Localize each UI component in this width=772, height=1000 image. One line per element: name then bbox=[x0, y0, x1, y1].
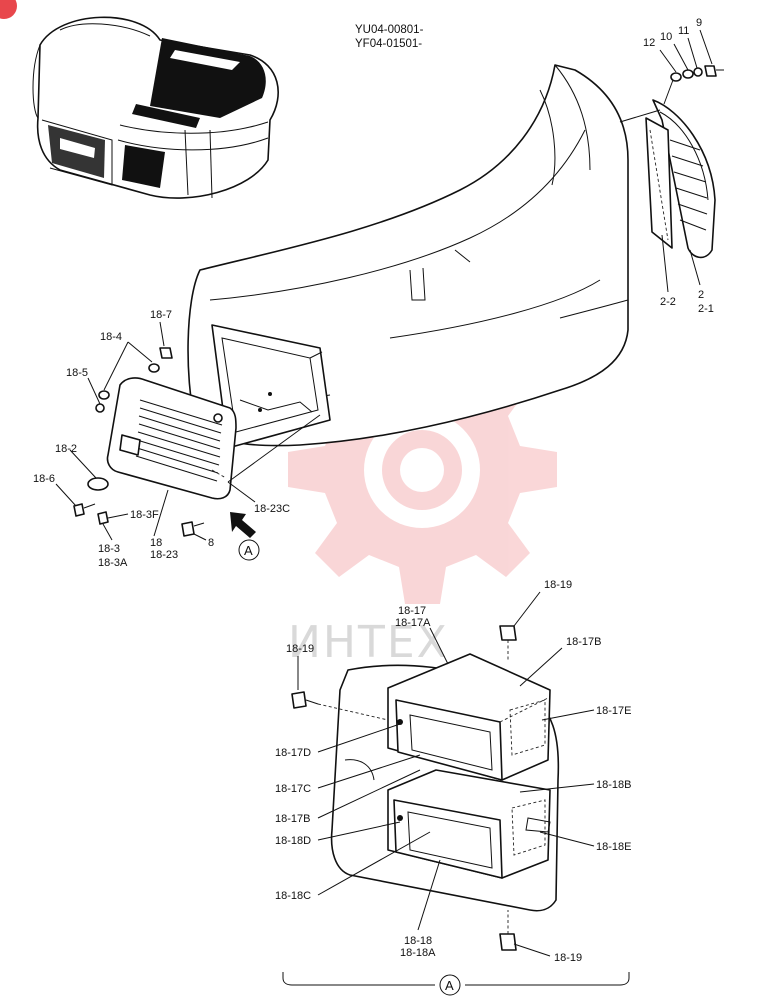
callout-18-19-bottom: 18-19 bbox=[554, 952, 582, 964]
callout-18-17B-left: 18-17B bbox=[275, 813, 310, 825]
callout-18-19-top: 18-19 bbox=[544, 579, 572, 591]
tail-lamp-assembly bbox=[106, 377, 237, 500]
corner-badge-icon bbox=[0, 0, 17, 19]
callout-18-18A: 18-18A bbox=[400, 947, 436, 959]
rear-cover bbox=[187, 64, 629, 449]
callout-18-23: 18-23 bbox=[150, 549, 178, 561]
callout-12: 12 bbox=[643, 37, 655, 49]
callout-18-18C: 18-18C bbox=[275, 890, 311, 902]
view-marker-circle bbox=[238, 539, 260, 561]
callout-18-3F: 18-3F bbox=[130, 509, 159, 521]
view-arrow-icon bbox=[230, 512, 256, 538]
lamp-fasteners bbox=[73, 347, 205, 537]
callout-2-1: 2-1 bbox=[698, 303, 714, 315]
callout-8: 8 bbox=[208, 537, 214, 549]
callout-18-7: 18-7 bbox=[150, 309, 172, 321]
callout-10: 10 bbox=[660, 31, 672, 43]
callout-18-17A: 18-17A bbox=[395, 617, 431, 629]
callout-18: 18 bbox=[150, 537, 162, 549]
callout-2-2: 2-2 bbox=[660, 296, 676, 308]
callout-9: 9 bbox=[696, 17, 702, 29]
callout-18-18B: 18-18B bbox=[596, 779, 631, 791]
detail-view-a bbox=[291, 625, 560, 951]
callout-18-5: 18-5 bbox=[66, 367, 88, 379]
machine-thumbnail bbox=[32, 16, 279, 199]
callout-labels: 9 11 10 12 2 2-2 2-1 18-7 18-4 18-5 18-2… bbox=[33, 17, 714, 964]
watermark-text: ИНТЕХ bbox=[288, 617, 449, 668]
callout-18-2: 18-2 bbox=[55, 443, 77, 455]
callout-18-18E: 18-18E bbox=[596, 841, 631, 853]
callout-18-17D: 18-17D bbox=[275, 747, 311, 759]
callout-18-17: 18-17 bbox=[398, 605, 426, 617]
callout-18-17B-top: 18-17B bbox=[566, 636, 601, 648]
callout-18-4: 18-4 bbox=[100, 331, 122, 343]
callout-18-17E: 18-17E bbox=[596, 705, 631, 717]
callout-18-3: 18-3 bbox=[98, 543, 120, 555]
serial-range-1: YU04-00801- bbox=[355, 24, 424, 36]
callout-11: 11 bbox=[678, 25, 689, 37]
callout-18-23C: 18-23C bbox=[254, 503, 290, 515]
detail-view-marker-label: A bbox=[445, 978, 454, 993]
callout-18-6: 18-6 bbox=[33, 473, 55, 485]
view-marker-label: A bbox=[244, 543, 253, 558]
callout-18-18D: 18-18D bbox=[275, 835, 311, 847]
side-grille bbox=[619, 99, 716, 259]
grille-hardware bbox=[663, 65, 724, 105]
callout-18-18: 18-18 bbox=[404, 935, 432, 947]
callout-2: 2 bbox=[698, 289, 704, 301]
callout-18-17C: 18-17C bbox=[275, 783, 311, 795]
serial-range-2: YF04-01501- bbox=[355, 38, 422, 50]
detail-view-marker-circle bbox=[439, 974, 461, 996]
callout-18-19-left: 18-19 bbox=[286, 643, 314, 655]
leader-lines bbox=[55, 29, 713, 986]
callout-18-3A: 18-3A bbox=[98, 557, 128, 569]
